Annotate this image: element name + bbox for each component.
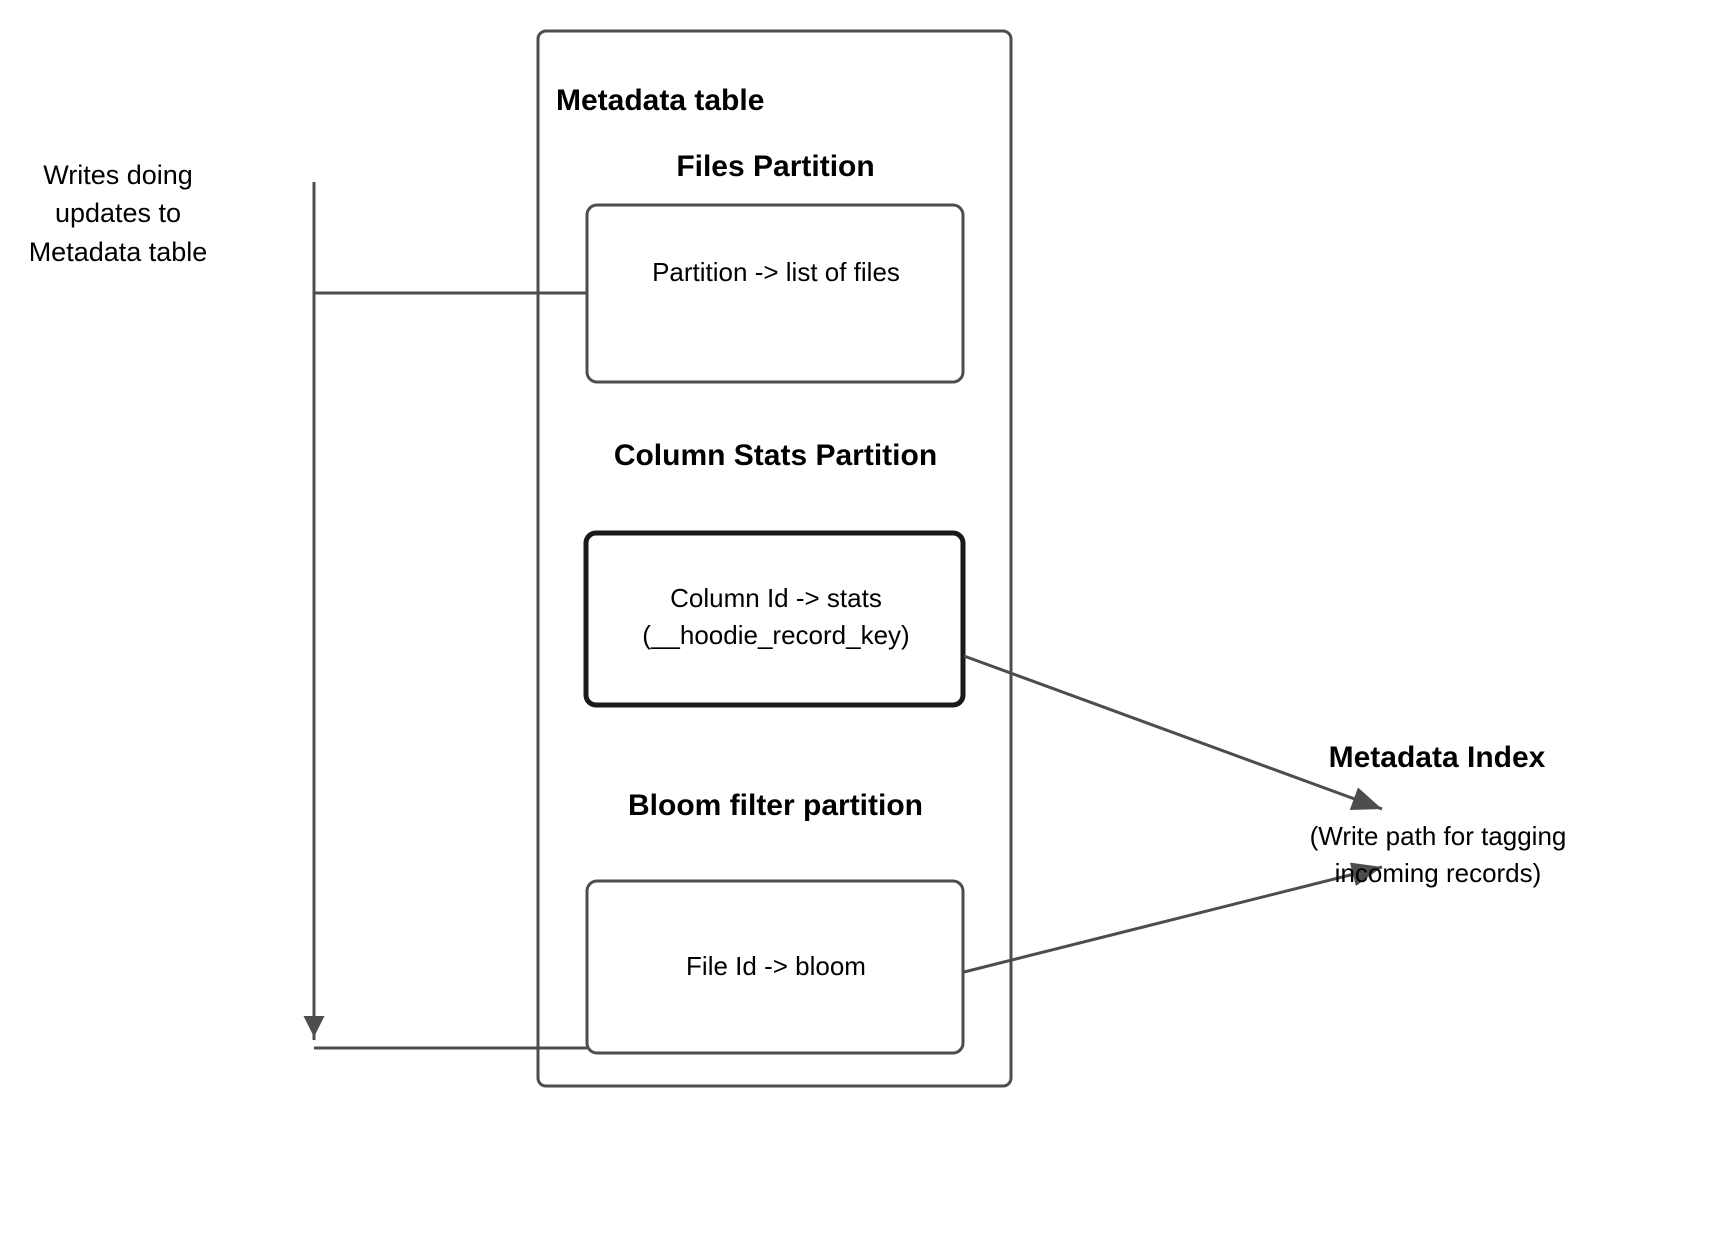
- connector-column-stats-to-metadata-index: [963, 654, 1383, 811]
- metadata-index-title: Metadata Index: [1328, 741, 1546, 774]
- metadata-index-caption: (Write path for tagging incoming records…: [1309, 821, 1567, 888]
- metadata-table-container: [536, 29, 1013, 1088]
- metadata-table-title: Metadata table: [556, 84, 765, 117]
- column-stats-partition-title: Column Stats Partition: [613, 439, 938, 472]
- writes-annotation-label: Writes doing updates to Metadata table: [28, 160, 208, 267]
- bloom-filter-partition-title: Bloom filter partition: [628, 789, 923, 822]
- column-stats-partition-box-text: Column Id -> stats (__hoodie_record_key): [642, 583, 910, 650]
- connector-writes-to-files-partition: [312, 182, 587, 295]
- files-partition-title: Files Partition: [676, 150, 875, 183]
- files-partition-box: [585, 203, 965, 384]
- files-partition-box-text: Partition -> list of files: [652, 257, 900, 287]
- bloom-filter-partition-box-text: File Id -> bloom: [686, 951, 866, 981]
